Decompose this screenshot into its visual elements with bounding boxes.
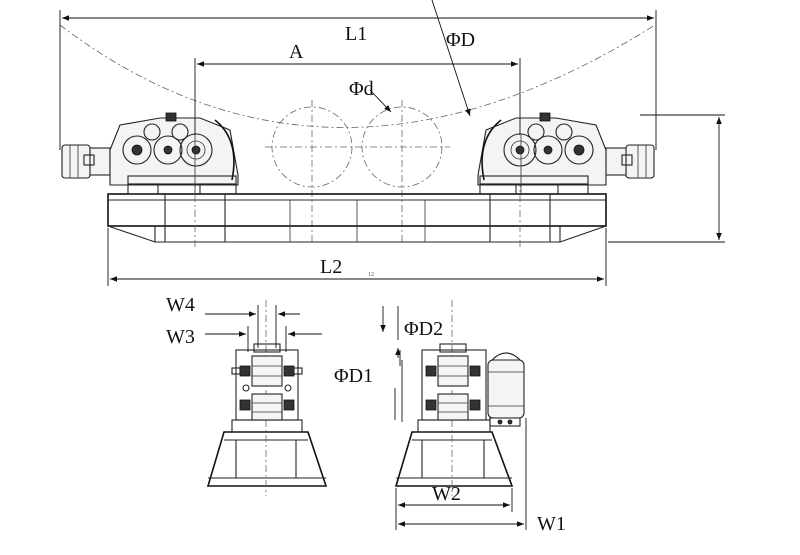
base-frame	[107, 180, 607, 250]
leader-phi-big-d: ΦD	[431, 0, 475, 117]
right-roller-station	[477, 112, 655, 195]
label-phi-big-d: ΦD	[446, 29, 475, 51]
dimension-a: A	[194, 41, 521, 135]
label-w2: W2	[432, 483, 461, 505]
dimension-l2: L2 12	[107, 228, 607, 286]
dimension-l1: L1	[59, 10, 657, 150]
label-l1: L1	[345, 23, 367, 45]
side-view-drive: ΦD2 ΦD1 W2 W1	[334, 300, 566, 535]
dimension-height	[608, 114, 725, 243]
side-view-idler: W4 W3	[166, 294, 328, 496]
label-l2: L2	[320, 256, 342, 278]
label-w1: W1	[537, 513, 566, 535]
label-a: A	[289, 41, 304, 63]
vessel-outline-arc	[59, 24, 656, 128]
label-w3: W3	[166, 326, 195, 348]
front-view: L1 A ΦD Φd L2	[59, 0, 725, 286]
left-roller-station	[61, 112, 239, 195]
leader-phi-small-d: Φd	[349, 78, 392, 113]
label-phi-small-d: Φd	[349, 78, 374, 100]
label-phi-d2: ΦD2	[404, 318, 443, 340]
label-phi-d1: ΦD1	[334, 365, 373, 387]
label-w4: W4	[166, 294, 195, 316]
small-mark: 12	[368, 272, 374, 278]
